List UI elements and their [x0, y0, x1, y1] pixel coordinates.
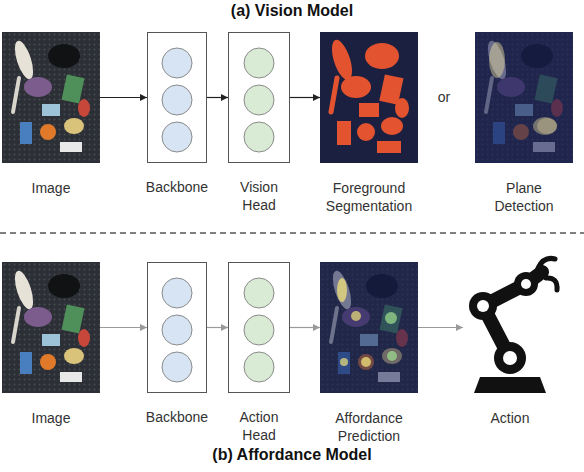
panel-title: (b) Affordance Model: [212, 446, 371, 464]
neuron-circles: [162, 315, 192, 345]
segmentation-mask: [320, 32, 418, 163]
segmentation-mask: [395, 98, 409, 118]
plane-detection-image: [475, 32, 573, 163]
robot-arm-icon: [474, 377, 546, 393]
neuron-circles: [244, 85, 274, 115]
neuron-circles: [162, 352, 192, 382]
affordance-image: [320, 262, 418, 393]
neuron-circles: [244, 315, 274, 345]
panel-title: (a) Vision Model: [231, 2, 353, 20]
neuron-circles: [244, 122, 274, 152]
node-label: Plane Detection: [479, 179, 569, 215]
segmentation-mask: [359, 103, 379, 117]
flow-arrow: [207, 97, 228, 98]
node-label: Vision Head: [229, 178, 289, 214]
input-photo: [2, 262, 100, 393]
robot-arm-icon: [521, 279, 531, 289]
segmentation-mask: [331, 78, 337, 112]
flow-arrow: [290, 327, 320, 328]
segmentation-mask: [320, 32, 418, 163]
neuron-circles: [162, 122, 192, 152]
robot-arm-icon: [494, 342, 526, 374]
neuron-circles: [244, 48, 274, 78]
network-block: Backbone: [147, 32, 207, 163]
affordance-image: [387, 351, 397, 361]
divider-line: [0, 232, 584, 234]
segmentation-mask: [377, 141, 401, 153]
flow-arrow: [207, 327, 228, 328]
network-block: Backbone: [147, 262, 207, 393]
image-panel: Foreground Segmentation: [320, 32, 418, 163]
segmentation-mask: [337, 121, 351, 145]
robot-arm-icon: [477, 300, 489, 312]
robot-arm-icon: [546, 278, 557, 290]
neuron-circles: [244, 352, 274, 382]
plane-detection-image: [489, 42, 505, 78]
segmentation-mask: [328, 38, 356, 83]
network-block: Vision Head: [228, 32, 290, 163]
image-panel: Image: [2, 262, 100, 393]
flow-arrow: [418, 327, 463, 328]
flow-arrow: [100, 97, 147, 98]
image-panel: Image: [2, 32, 100, 163]
affordance-image: [337, 278, 347, 302]
robot-arm-icon: [469, 258, 557, 393]
or-label: or: [438, 89, 450, 105]
robot-arm-icon: [538, 258, 555, 268]
input-photo: [2, 32, 100, 163]
node-label: Action: [460, 409, 560, 427]
neuron-circles: [162, 278, 192, 308]
plane-detection-image: [475, 32, 573, 163]
image-panel: Affordance Prediction: [320, 262, 418, 393]
node-label: Backbone: [132, 408, 222, 426]
robot-arm-icon: [503, 351, 517, 365]
robot-arm-icon: [469, 292, 497, 320]
segmentation-mask: [341, 76, 371, 98]
neuron-circles: [162, 48, 192, 78]
affordance-image: [385, 312, 397, 324]
affordance-image: [320, 262, 418, 393]
node-label: Action Head: [229, 408, 289, 444]
robot-action: Action: [463, 262, 557, 393]
segmentation-mask: [381, 117, 403, 135]
robot-arm-icon: [514, 272, 538, 296]
node-label: Image: [1, 409, 101, 427]
node-label: Image: [1, 179, 101, 197]
neuron-circles: [244, 278, 274, 308]
affordance-image: [320, 262, 418, 393]
node-label: Backbone: [132, 178, 222, 196]
segmentation-mask: [365, 43, 399, 69]
neuron-circles: [162, 85, 192, 115]
neuron-circles: [162, 48, 274, 382]
affordance-image: [361, 357, 371, 367]
node-label: Foreground Segmentation: [319, 179, 419, 215]
affordance-image: [351, 311, 361, 321]
network-block: Action Head: [228, 262, 290, 393]
flow-arrow: [100, 327, 147, 328]
flow-arrow: [290, 97, 320, 98]
node-label: Affordance Prediction: [319, 409, 419, 445]
plane-detection-image: [533, 117, 557, 135]
segmentation-mask: [357, 123, 375, 141]
plane-detection-image: [475, 32, 573, 163]
affordance-image: [340, 358, 348, 366]
image-panel: Plane Detection: [475, 32, 573, 163]
